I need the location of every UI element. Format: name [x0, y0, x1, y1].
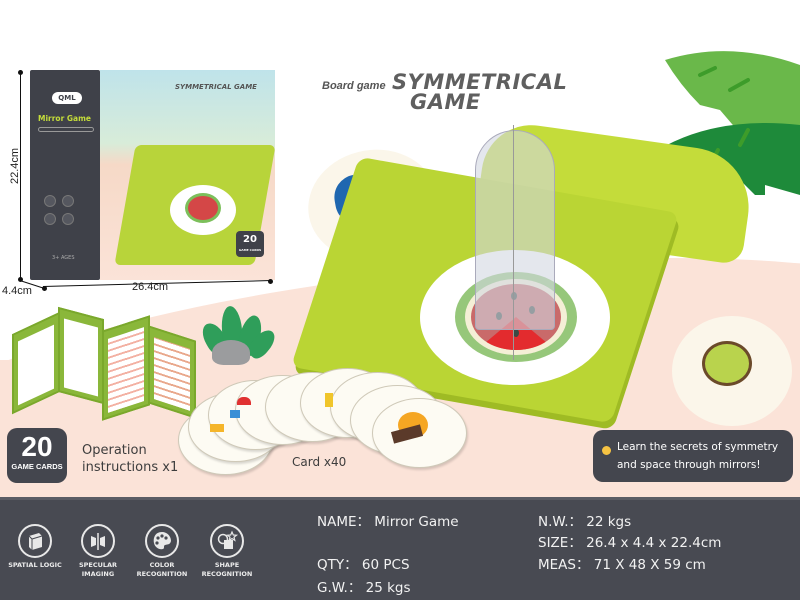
- spec-net-weight: N.W.： 22 kgs: [538, 514, 632, 530]
- height-dimension-label: 22.4cm: [9, 147, 22, 185]
- callout-line-1: Learn the secrets of symmetry: [617, 441, 779, 453]
- product-showcase: Board game SYMMETRICAL GAME QML Mirror G…: [0, 51, 800, 497]
- spec-measurement: MEAS： 71 X 48 X 59 cm: [538, 557, 706, 573]
- box-front-title: SYMMETRICAL GAME: [175, 83, 257, 91]
- title-prefix: Board game: [322, 80, 386, 92]
- dimension-dot: [268, 279, 273, 284]
- box-feature-icons: [44, 195, 88, 225]
- depth-dimension-label: 4.4cm: [2, 285, 32, 297]
- instructions-line-2: instructions x1: [82, 460, 179, 475]
- spec-name: NAME： Mirror Game: [317, 514, 459, 530]
- mirror-panel: [475, 130, 555, 330]
- box-badge-number: 20: [243, 234, 257, 245]
- title-line-2: GAME: [410, 90, 481, 114]
- box-product-name: Mirror Game: [38, 114, 92, 123]
- mirror-icon: [81, 524, 115, 558]
- brand-logo: QML: [52, 92, 82, 104]
- spec-gross-weight: G.W.： 25 kgs: [317, 580, 411, 596]
- feature-label: SPECULAR IMAGING: [78, 561, 118, 578]
- instructions-line-1: Operation: [82, 443, 147, 458]
- box-cards-badge: 20 GAME CARDS: [236, 231, 264, 257]
- instruction-manual: [12, 305, 197, 421]
- bullet-dot-icon: [602, 446, 611, 455]
- box-subtitle-pill: [38, 127, 94, 132]
- game-cards-count: 20: [21, 431, 53, 462]
- dimension-dot: [18, 277, 23, 282]
- instructions-label: Operation instructions x1: [82, 442, 178, 476]
- spec-qty: QTY： 60 PCS: [317, 557, 410, 573]
- feature-specular-imaging: SPECULAR IMAGING: [63, 524, 133, 579]
- dimension-dot: [18, 70, 23, 75]
- width-dimension-label: 26.4cm: [132, 281, 169, 293]
- callout-line-2: and space through mirrors!: [617, 459, 761, 471]
- game-cards-label: GAME CARDS: [11, 462, 63, 471]
- spec-size: SIZE： 26.4 x 4.4 x 22.4cm: [538, 535, 722, 551]
- feature-label: COLOR RECOGNITION: [136, 561, 188, 578]
- shapes-icon: [210, 524, 244, 558]
- kiwi-card: [672, 316, 792, 426]
- feature-color-recognition: COLOR RECOGNITION: [127, 524, 197, 579]
- box-watermelon-image: [185, 193, 221, 223]
- kiwi-image: [702, 341, 752, 386]
- mirror-edge: [513, 125, 514, 360]
- box-badge-label: GAME CARDS: [238, 248, 262, 252]
- title-line-1: SYMMETRICAL: [392, 70, 568, 94]
- box-age-label: 3+ AGES: [52, 255, 75, 261]
- box-side-panel: QML Mirror Game 3+ AGES: [30, 70, 100, 280]
- palette-icon: [145, 524, 179, 558]
- cube-icon: [18, 524, 52, 558]
- symmetry-callout: Learn the secrets of symmetry and space …: [593, 430, 793, 482]
- cards-count-label: Card x40: [292, 455, 347, 469]
- height-dimension-line: [20, 72, 21, 280]
- mirror-game-board: [290, 118, 757, 424]
- feature-label: SHAPE RECOGNITION: [201, 561, 253, 578]
- seed: [513, 329, 519, 337]
- spec-footer: SPATIAL LOGIC SPECULAR IMAGING COLOR REC…: [0, 497, 800, 600]
- feature-label: SPATIAL LOGIC: [8, 561, 62, 569]
- feature-shape-recognition: SHAPE RECOGNITION: [192, 524, 262, 579]
- game-cards-badge: 20 GAME CARDS: [7, 428, 67, 483]
- dimension-dot: [42, 286, 47, 291]
- feature-spatial-logic: SPATIAL LOGIC: [0, 524, 70, 570]
